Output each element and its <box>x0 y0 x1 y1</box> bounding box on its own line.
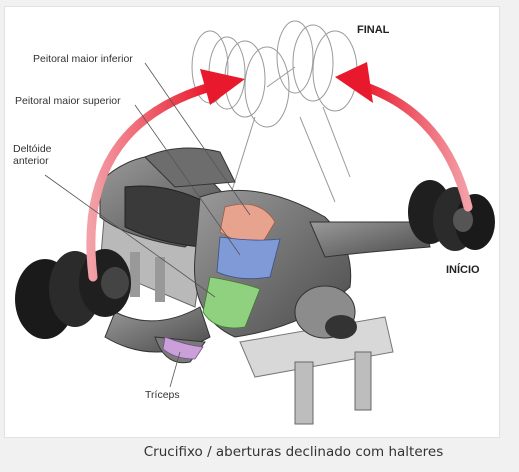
inicio-label: INÍCIO <box>446 264 480 276</box>
deltoid-muscle <box>202 276 261 329</box>
final-position-dumbbells <box>191 20 358 203</box>
figure-caption: Crucifixo / aberturas declinado com halt… <box>143 444 444 460</box>
pectoral-upper-muscle <box>216 236 281 280</box>
pectoral-upper-label: Peitoral maior superior <box>15 95 121 107</box>
triceps-label: Tríceps <box>145 389 180 401</box>
right-dumbbell <box>408 180 495 251</box>
right-motion-arrow <box>355 80 473 212</box>
pectoral-lower-label: Peitoral maior inferior <box>33 53 133 65</box>
left-arrow-head <box>200 69 245 105</box>
deltoid-label: Deltóide anterior <box>13 143 52 167</box>
exercise-illustration: FINAL INÍCIO Peitoral maior inferior Pei… <box>4 6 500 438</box>
right-arrow-head <box>335 62 373 103</box>
label-leader-lines <box>44 62 251 388</box>
exercise-diagram <box>15 20 495 425</box>
final-label: FINAL <box>357 24 390 36</box>
muscle-highlights <box>162 203 281 360</box>
triceps-muscle <box>162 336 204 360</box>
left-motion-arrow <box>86 82 215 282</box>
